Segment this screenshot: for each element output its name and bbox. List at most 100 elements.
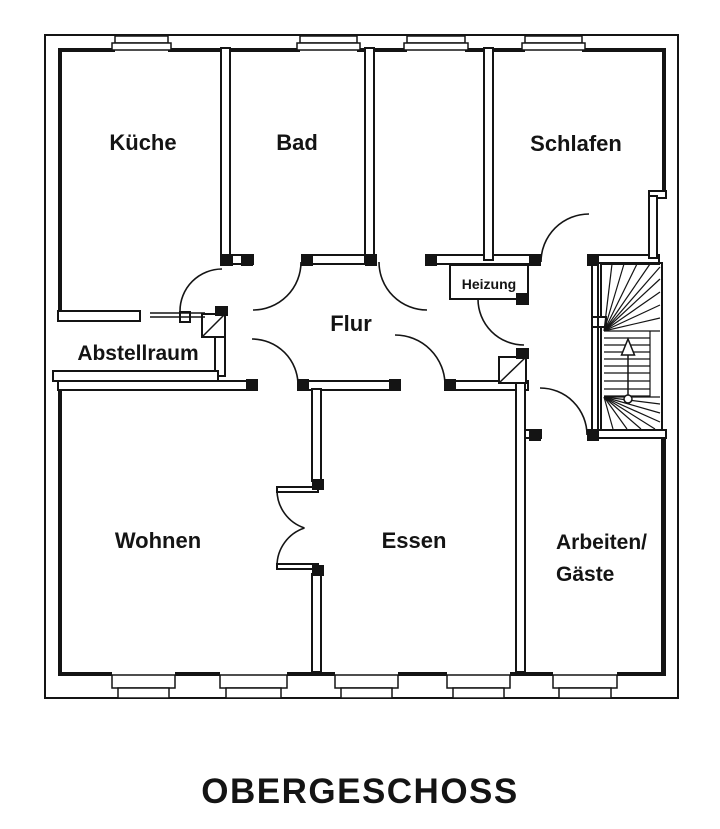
window xyxy=(552,674,618,689)
stair-winder-tread xyxy=(603,266,661,332)
stair-winder-tread xyxy=(603,278,661,332)
wall xyxy=(57,310,141,322)
shaft-diagonal xyxy=(498,356,527,384)
wall xyxy=(582,48,662,52)
window xyxy=(521,42,586,51)
wall xyxy=(617,672,666,676)
door-post xyxy=(220,254,233,266)
wall xyxy=(52,370,219,382)
stair-winder-tread xyxy=(603,396,656,430)
room-label-schlafen: Schlafen xyxy=(530,131,622,156)
window xyxy=(452,687,505,699)
wall xyxy=(57,380,249,391)
door-post xyxy=(529,429,541,441)
room-label-arbeiten-line1: Arbeiten/ xyxy=(556,531,647,554)
door-post xyxy=(529,254,541,266)
door-swing-arc xyxy=(477,298,525,346)
wall xyxy=(276,563,319,570)
wall xyxy=(58,48,62,311)
window xyxy=(296,42,361,51)
wall xyxy=(591,262,602,431)
stair-winder-tread xyxy=(603,263,613,332)
window xyxy=(219,674,288,689)
wall xyxy=(175,672,220,676)
door-swing-arc xyxy=(539,387,588,436)
door-swing-arc xyxy=(276,489,305,529)
door-post xyxy=(389,379,401,391)
room-label-kueche: Küche xyxy=(109,130,176,155)
window xyxy=(111,42,172,51)
door-post xyxy=(516,293,529,305)
stair-winder-tread xyxy=(603,396,628,430)
room-label-wohnen: Wohnen xyxy=(115,528,201,553)
window xyxy=(446,674,511,689)
heizung-room-box xyxy=(449,264,529,300)
wall xyxy=(220,47,231,263)
window xyxy=(225,687,282,699)
window xyxy=(406,35,466,44)
door-post xyxy=(215,306,228,316)
wall xyxy=(648,195,658,259)
door-post xyxy=(301,254,313,266)
plan-title: OBERGESCHOSS xyxy=(201,772,519,811)
door-post xyxy=(246,379,258,391)
wall xyxy=(311,388,322,482)
room-label-heizung: Heizung xyxy=(462,276,516,292)
stair-winder-tread xyxy=(603,304,661,332)
wall xyxy=(58,48,115,52)
door-post xyxy=(241,254,253,266)
stair-winder-tread xyxy=(603,396,642,430)
door-post xyxy=(297,379,309,391)
window xyxy=(340,687,393,699)
wall xyxy=(510,672,553,676)
door-swing-arc xyxy=(276,527,305,567)
stair-winder-tread xyxy=(603,291,661,332)
wall xyxy=(364,47,375,263)
wall xyxy=(58,672,112,676)
wall xyxy=(661,432,666,672)
wall xyxy=(465,48,525,52)
door-swing-arc xyxy=(394,334,446,386)
room-label-arbeiten-line2: Gäste xyxy=(556,563,614,586)
window xyxy=(334,674,399,689)
stair-winder-tread xyxy=(603,317,661,332)
door-post xyxy=(365,254,377,266)
stair-winder-tread xyxy=(603,263,625,332)
door-post xyxy=(444,379,456,391)
wall xyxy=(287,672,335,676)
stair-winder-tread xyxy=(603,396,614,430)
door-post xyxy=(587,429,599,441)
door-post xyxy=(516,348,529,359)
door-swing-arc xyxy=(179,268,223,312)
room-label-essen: Essen xyxy=(382,528,447,553)
door-post xyxy=(587,254,599,266)
room-label-abstellraum: Abstellraum xyxy=(77,342,198,365)
window xyxy=(111,674,176,689)
wall xyxy=(357,48,407,52)
stair-winder-tread xyxy=(603,263,638,332)
stair-winder-tread xyxy=(603,263,651,332)
room-label-flur: Flur xyxy=(330,311,372,336)
wall xyxy=(311,573,322,673)
stair-direction-start xyxy=(623,394,633,404)
wall xyxy=(311,254,368,265)
stair-winder-tread xyxy=(603,396,661,414)
room-label-bad: Bad xyxy=(276,130,318,155)
shaft-diagonal xyxy=(201,313,226,338)
window xyxy=(114,35,169,44)
wall xyxy=(515,356,526,673)
wall xyxy=(276,486,319,493)
wall xyxy=(662,48,666,193)
wall xyxy=(58,389,62,672)
wall xyxy=(168,48,300,52)
window xyxy=(558,687,612,699)
door-post xyxy=(312,479,324,490)
door-swing-arc xyxy=(378,261,428,311)
door-post xyxy=(312,565,324,576)
door-swing-arc xyxy=(540,213,590,263)
window xyxy=(524,35,583,44)
wall xyxy=(398,672,447,676)
door-swing-arc xyxy=(252,261,302,311)
